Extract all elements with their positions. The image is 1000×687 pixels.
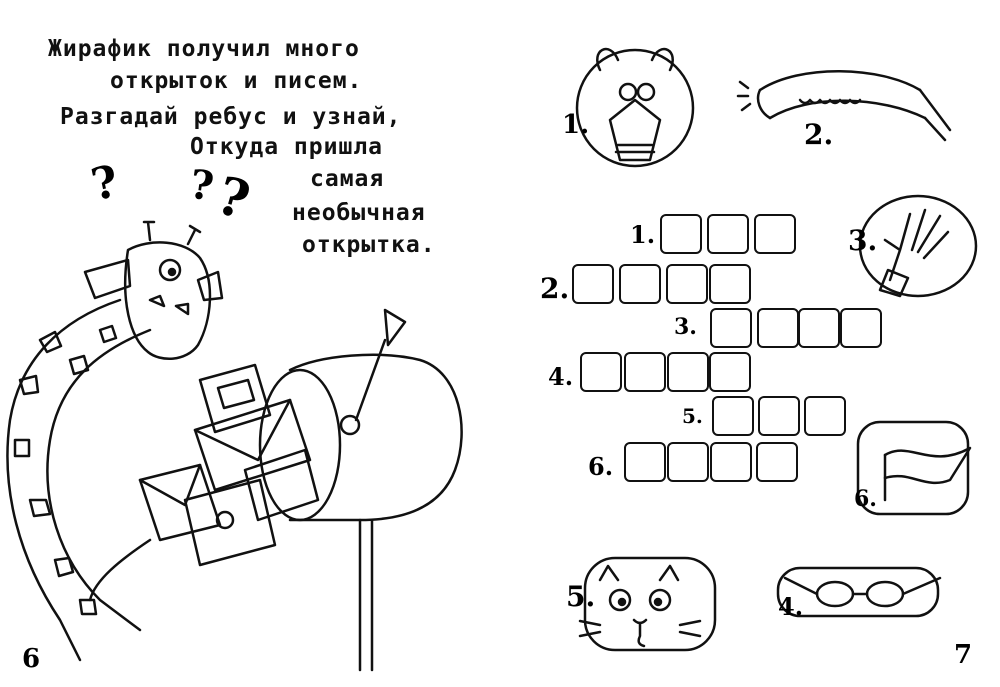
clue-number: 2. xyxy=(804,118,834,151)
crossword-cell[interactable] xyxy=(709,352,751,392)
crossword-cell[interactable] xyxy=(712,396,754,436)
page-number-left: 6 xyxy=(22,644,41,674)
poem-line-3: Разгадай ребус и узнай, xyxy=(60,104,402,130)
page-number-right: 7 xyxy=(954,640,973,670)
crossword-cell[interactable] xyxy=(667,442,709,482)
crossword-row-number: 2. xyxy=(540,272,570,305)
clue-number: 4. xyxy=(778,592,804,621)
crossword-row-number: 4. xyxy=(548,362,574,391)
crossword-row-number: 1. xyxy=(630,220,656,249)
crossword-cell[interactable] xyxy=(709,264,751,304)
crossword-cell[interactable] xyxy=(619,264,661,304)
right-page: 1. 2. 3. 4. 5. 6. xyxy=(500,0,1000,687)
poem-line-7: открытка. xyxy=(302,232,436,258)
crossword-cell[interactable] xyxy=(754,214,796,254)
glasses-icon xyxy=(776,566,942,618)
clue-pictures xyxy=(575,48,978,652)
crossword-cell[interactable] xyxy=(572,264,614,304)
crossword-row-number: 5. xyxy=(682,404,703,428)
clue-number: 5. xyxy=(566,580,596,613)
crossword-cell[interactable] xyxy=(666,264,708,304)
clue-number: 1. xyxy=(562,110,590,140)
crossword-row-number: 6. xyxy=(588,452,614,481)
crossword-cell[interactable] xyxy=(580,352,622,392)
crossword-row-number: 3. xyxy=(674,314,697,340)
crossword-cell[interactable] xyxy=(710,308,752,348)
cat-icon xyxy=(578,556,717,652)
crossword-cell[interactable] xyxy=(624,352,666,392)
left-page: Жирафик получил много открыток и писем. … xyxy=(6,36,463,674)
crab-in-costume-icon xyxy=(575,48,695,168)
crossword-cell[interactable] xyxy=(667,352,709,392)
crossword-cell[interactable] xyxy=(756,442,798,482)
poem-line-6: необычная xyxy=(292,200,426,226)
crossword-cell[interactable] xyxy=(710,442,752,482)
clue-number: 6. xyxy=(854,486,877,512)
poem-line-4: Откуда пришла xyxy=(190,134,384,160)
scarf-icon xyxy=(736,70,952,142)
clue-number: 3. xyxy=(848,224,878,257)
crossword-cell[interactable] xyxy=(707,214,749,254)
flag-icon xyxy=(856,420,972,516)
crossword-cell[interactable] xyxy=(798,308,840,348)
hand-icon xyxy=(858,194,978,298)
giraffe-mailbox-illustration xyxy=(6,220,463,672)
crossword-cell[interactable] xyxy=(804,396,846,436)
poem-line-2: открыток и писем. xyxy=(110,68,363,94)
crossword-cell[interactable] xyxy=(624,442,666,482)
crossword-cell[interactable] xyxy=(660,214,702,254)
poem-line-1: Жирафик получил много xyxy=(48,36,360,62)
crossword-cell[interactable] xyxy=(840,308,882,348)
poem-line-5: самая xyxy=(310,166,385,192)
crossword-cell[interactable] xyxy=(758,396,800,436)
